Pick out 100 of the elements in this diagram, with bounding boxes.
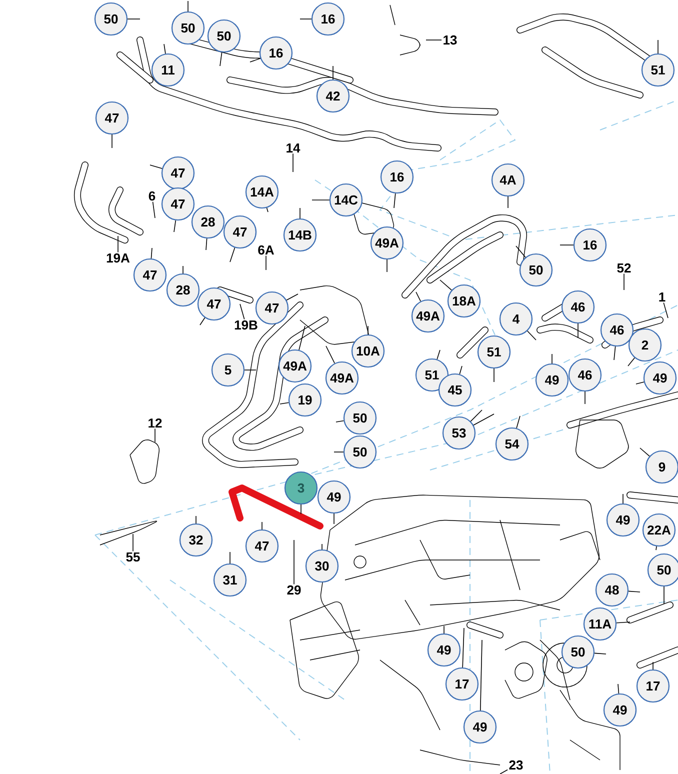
leader-line [584, 391, 586, 404]
leader-line [230, 247, 236, 262]
callout-number: 49 [317, 480, 351, 514]
callout-number: 47 [223, 215, 257, 249]
callout-number: 49A [370, 226, 404, 260]
callout-number: 47 [197, 287, 231, 321]
leader-line [436, 350, 440, 360]
callout-number: 47 [161, 187, 195, 221]
leader-line [618, 684, 620, 694]
leader-line [336, 420, 344, 422]
callout-number: 47 [245, 529, 279, 563]
leader-line [416, 292, 421, 302]
leader-line [594, 652, 606, 654]
leader-line [164, 44, 166, 54]
leader-line [292, 153, 294, 172]
callout-number: 49 [643, 361, 677, 395]
callout-number: 30 [305, 549, 339, 583]
leader-line [652, 662, 654, 670]
callout-number: 6 [148, 191, 156, 201]
leader-line [300, 504, 302, 514]
callout-number: 19A [106, 253, 130, 263]
callout-number: 51 [477, 335, 511, 369]
callout-number: 54 [495, 427, 529, 461]
callout-number: 53 [442, 416, 476, 450]
callout-number: 4A [491, 163, 525, 197]
callout-number: 16 [380, 160, 414, 194]
leader-line [459, 366, 462, 375]
leader-line [150, 164, 162, 169]
leader-line [527, 330, 536, 340]
leader-line [628, 357, 635, 366]
leader-line [394, 193, 396, 208]
leader-line [500, 769, 508, 774]
leader-line [206, 238, 208, 250]
callout-number: 50 [171, 11, 205, 45]
callout-number: 55 [126, 552, 140, 562]
callout-number: 49 [603, 693, 637, 727]
callout-number: 29 [287, 585, 301, 595]
callout-number: 28 [191, 205, 225, 239]
callout-number: 50 [207, 19, 241, 53]
leader-line [656, 546, 657, 550]
leader-line [298, 326, 306, 350]
callout-number: 14C [329, 183, 363, 217]
callout-number: 11A [583, 607, 617, 641]
callout-number: 4 [499, 302, 533, 336]
callout-number: 47 [161, 156, 195, 190]
callout-number: 52 [617, 263, 631, 273]
callout-number: 31 [213, 563, 247, 597]
leader-line [516, 246, 526, 258]
callout-number: 46 [600, 313, 634, 347]
callout-number: 16 [311, 2, 345, 36]
callout-number: 28 [166, 273, 200, 307]
callout-number: 22A [642, 513, 676, 547]
callout-number: 50 [343, 435, 377, 469]
callout-number: 49 [463, 710, 497, 744]
callout-number: 18A [447, 284, 481, 318]
callout-number: 42 [316, 79, 350, 113]
callout-number: 14B [283, 218, 317, 252]
leader-line [560, 244, 574, 246]
callout-number: 50 [343, 401, 377, 435]
leader-line [462, 628, 464, 668]
leader-line [470, 410, 482, 422]
leader-line [628, 590, 640, 592]
callout-number: 17 [636, 669, 670, 703]
callout-number: 16 [259, 36, 293, 70]
leader-line [614, 346, 616, 360]
callout-number: 14A [245, 175, 279, 209]
callout-number: 17 [445, 667, 479, 701]
callout-number: 49A [411, 299, 445, 333]
leader-line [440, 280, 452, 290]
callout-number: 19B [234, 320, 258, 330]
leader-line [300, 18, 312, 20]
callout-number: 14 [286, 144, 300, 152]
leader-line [622, 494, 624, 504]
leader-line [152, 201, 156, 218]
callout-number: 46 [568, 358, 602, 392]
leader-line [132, 534, 134, 552]
callout-number: 32 [179, 523, 213, 557]
callout-number: 47 [133, 258, 167, 292]
leader-line [266, 207, 268, 212]
callout-number: 51 [641, 53, 675, 87]
callout-number: 50 [519, 253, 553, 287]
callout-number: 1 [659, 292, 666, 302]
leader-line [154, 428, 156, 442]
callout-number: 10A [351, 334, 385, 368]
leader-line [250, 58, 261, 62]
callout-number: 45 [438, 373, 472, 407]
callout-number: 49 [535, 363, 569, 397]
leader-line [480, 640, 482, 711]
leader-line [516, 416, 520, 428]
leader-line [174, 220, 176, 232]
leader-line [326, 346, 335, 364]
callout-number: 49 [427, 633, 461, 667]
callout-number: 3 [284, 471, 318, 505]
leader-line [182, 266, 184, 274]
callout-number: 2 [628, 328, 662, 362]
callout-number: 50 [561, 635, 595, 669]
callout-number: 47 [95, 101, 129, 135]
callout-number: 49 [606, 503, 640, 537]
leader-line [127, 18, 140, 20]
callout-number: 16 [573, 228, 607, 262]
